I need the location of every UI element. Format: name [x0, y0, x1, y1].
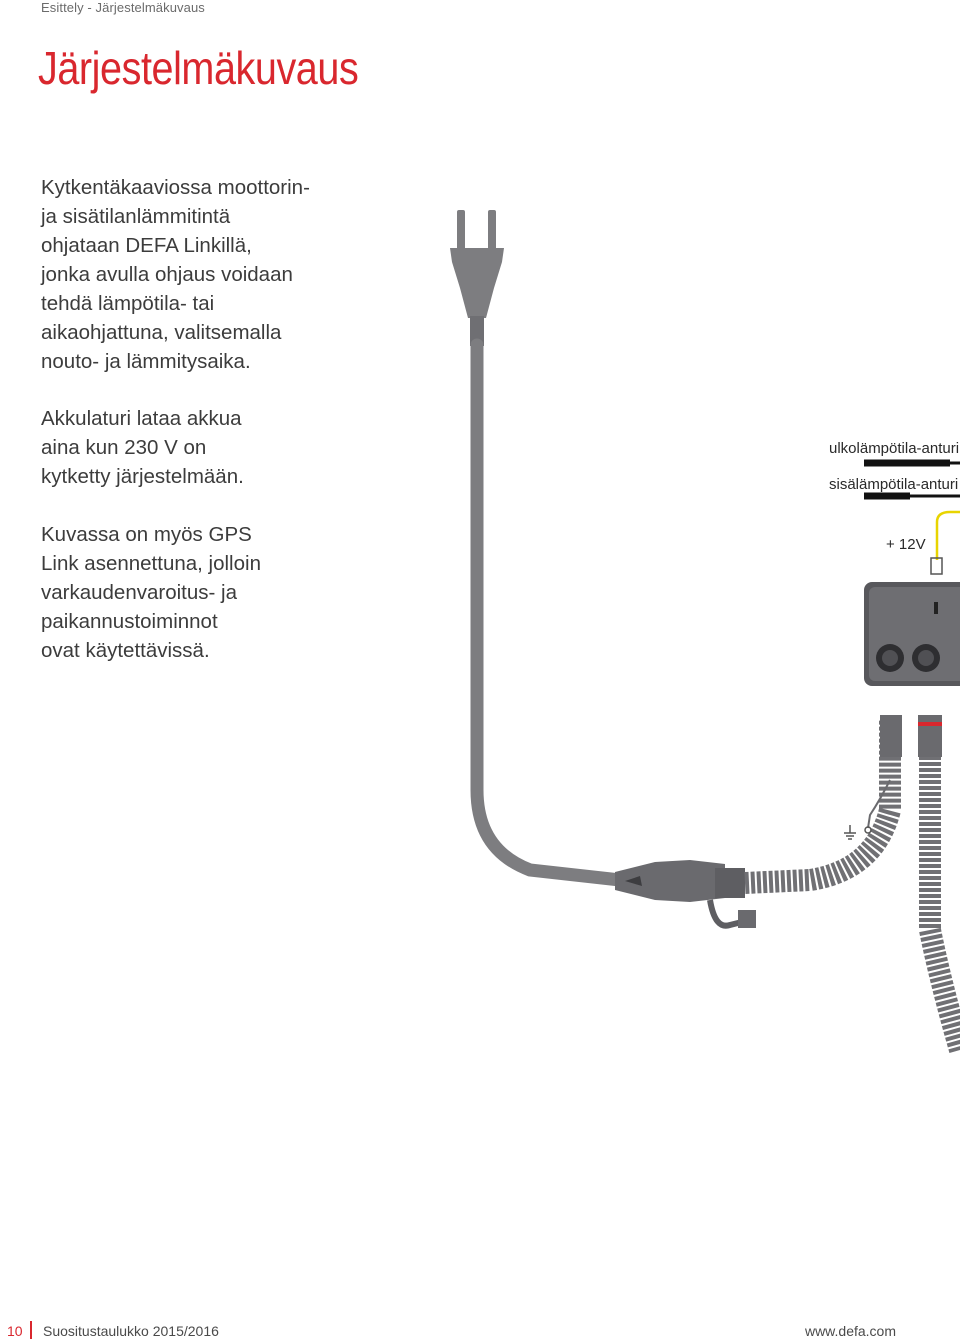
- footer: 10 Suositustaulukko 2015/2016 www.defa.c…: [0, 1321, 960, 1341]
- corrugated-cable-right: [919, 720, 960, 1054]
- outdoor-sensor-label: ulkolämpötila-anturi: [829, 440, 959, 457]
- gps-paragraph: Kuvassa on myös GPS Link asennettuna, jo…: [41, 523, 261, 662]
- footer-divider: [30, 1321, 32, 1339]
- indoor-sensor-label: sisälämpötila-anturi: [829, 476, 958, 493]
- inline-connector-icon: [615, 860, 756, 929]
- power-cable: [470, 338, 627, 887]
- page-title: Järjestelmäkuvaus: [38, 42, 359, 94]
- control-unit-icon: [864, 582, 960, 686]
- charger-paragraph: Akkulaturi lataa akkua aina kun 230 V on…: [41, 407, 244, 488]
- footer-url-link[interactable]: www.defa.com: [804, 1323, 896, 1339]
- sensor-cables: [864, 459, 960, 500]
- footer-document-title: Suositustaulukko 2015/2016: [43, 1323, 219, 1339]
- ground-icon: [844, 779, 891, 840]
- heater-connector-icon: [880, 715, 942, 757]
- power-12v-wire: [930, 510, 960, 575]
- breadcrumb: Esittely - Järjestelmäkuvaus: [41, 0, 205, 15]
- voltage-label: + 12V: [886, 536, 926, 553]
- mains-plug-icon: [450, 210, 504, 346]
- page-number: 10: [7, 1323, 23, 1339]
- intro-paragraph: Kytkentäkaaviossa moottorin- ja sisätila…: [41, 176, 310, 373]
- corrugated-cable: [744, 720, 901, 894]
- wiring-illustration: ulkolämpötila-anturi sisälämpötila-antur…: [450, 210, 960, 1054]
